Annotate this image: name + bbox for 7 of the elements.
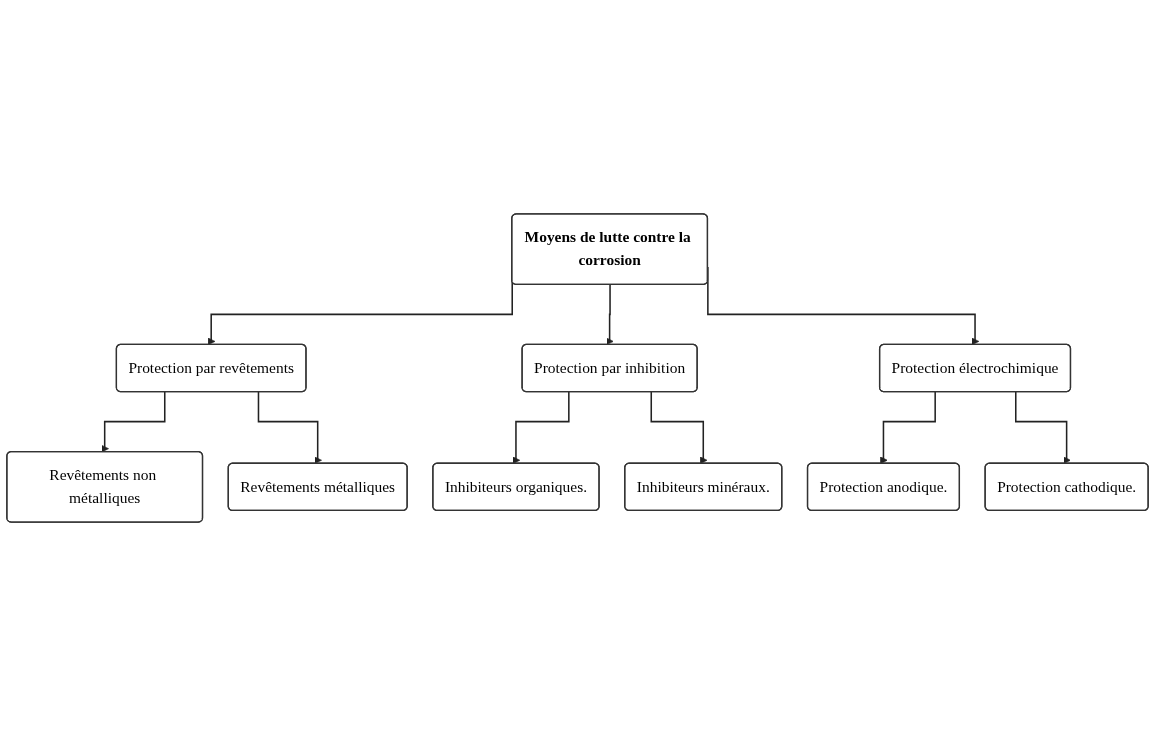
arrow (512, 391, 570, 464)
arrow (1015, 391, 1071, 464)
arrow (880, 391, 936, 464)
arrow (606, 284, 614, 346)
arrow (101, 391, 166, 453)
arrow (650, 391, 708, 464)
arrow (257, 391, 322, 464)
